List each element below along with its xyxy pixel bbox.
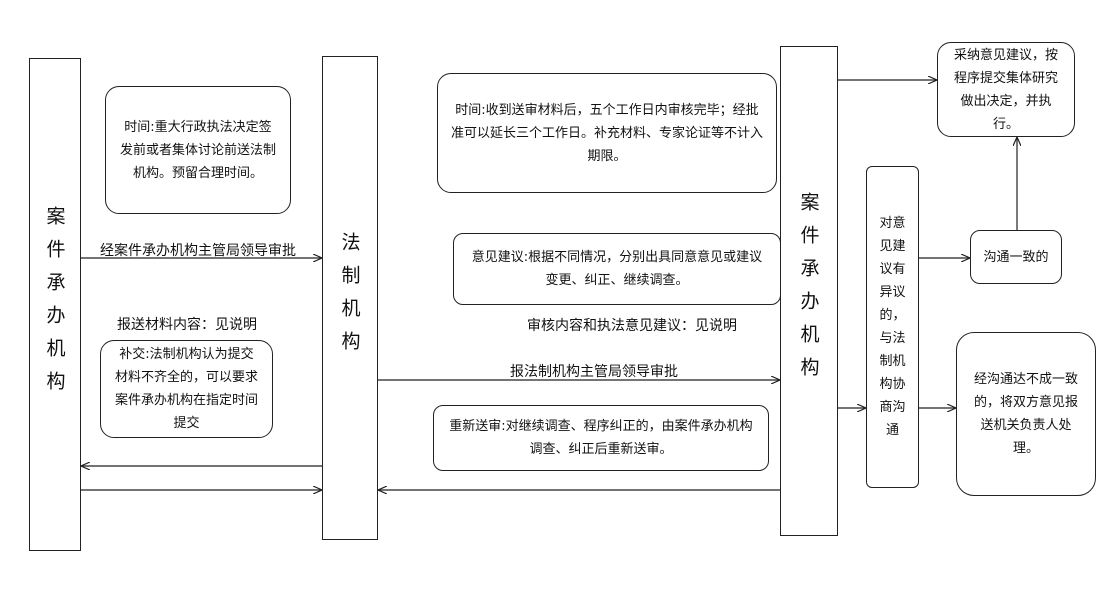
case-unit-right-label: 案件承办机构 [797, 192, 820, 390]
approve-legal-label: 报法制机构主管局领导审批 [510, 364, 678, 380]
resubmit-note: 重新送审:对继续调查、程序纠正的，由案件承办机构调查、纠正后重新送审。 [433, 405, 769, 471]
case-unit-left-label: 案件承办机构 [43, 205, 66, 404]
review-time-note: 时间:收到送审材料后，五个工作日内审核完毕；经批准可以延长三个工作日。补充材料、… [437, 73, 777, 193]
objection-text: 对意见建议有异议的，与法制机构协商沟通 [879, 216, 906, 438]
opinion-note: 意见建议:根据不同情况，分别出具同意意见或建议变更、纠正、继续调查。 [453, 233, 781, 305]
agree-box: 沟通一致的 [970, 230, 1062, 284]
case-unit-right-column: 案件承办机构 [780, 46, 838, 536]
case-unit-left-column: 案件承办机构 [29, 58, 81, 551]
legal-office-column: 法制机构 [322, 56, 378, 540]
adopt-box: 采纳意见建议，按程序提交集体研究做出决定，并执行。 [937, 42, 1075, 137]
legal-office-label: 法制机构 [338, 232, 361, 364]
approve-left-label: 经案件承办机构主管局领导审批 [100, 243, 296, 259]
opinion-text: 意见建议:根据不同情况，分别出具同意意见或建议变更、纠正、继续调查。 [471, 250, 763, 288]
time-limit-note: 时间:重大行政执法决定签发前或者集体讨论前送法制机构。预留合理时间。 [105, 86, 291, 214]
time-limit-text: 时间:重大行政执法决定签发前或者集体讨论前送法制机构。预留合理时间。 [119, 119, 276, 181]
resubmit-text: 重新送审:对继续调查、程序纠正的，由案件承办机构调查、纠正后重新送审。 [449, 419, 753, 457]
supplement-text: 补交:法制机构认为提交材料不齐全的，可以要求案件承办机构在指定时间提交 [114, 347, 258, 431]
objection-box: 对意见建议有异议的，与法制机构协商沟通 [866, 166, 919, 488]
supplement-note: 补交:法制机构认为提交材料不齐全的，可以要求案件承办机构在指定时间提交 [100, 340, 273, 438]
adopt-text: 采纳意见建议，按程序提交集体研究做出决定，并执行。 [953, 47, 1058, 132]
disagree-text: 经沟通达不成一致的，将双方意见报送机关负责人处理。 [973, 372, 1078, 456]
review-content-label: 审核内容和执法意见建议：见说明 [527, 318, 737, 334]
agree-text: 沟通一致的 [983, 249, 1049, 265]
materials-label: 报送材料内容：见说明 [117, 317, 257, 333]
review-time-text: 时间:收到送审材料后，五个工作日内审核完毕；经批准可以延长三个工作日。补充材料、… [450, 102, 763, 164]
disagree-box: 经沟通达不成一致的，将双方意见报送机关负责人处理。 [956, 332, 1096, 496]
